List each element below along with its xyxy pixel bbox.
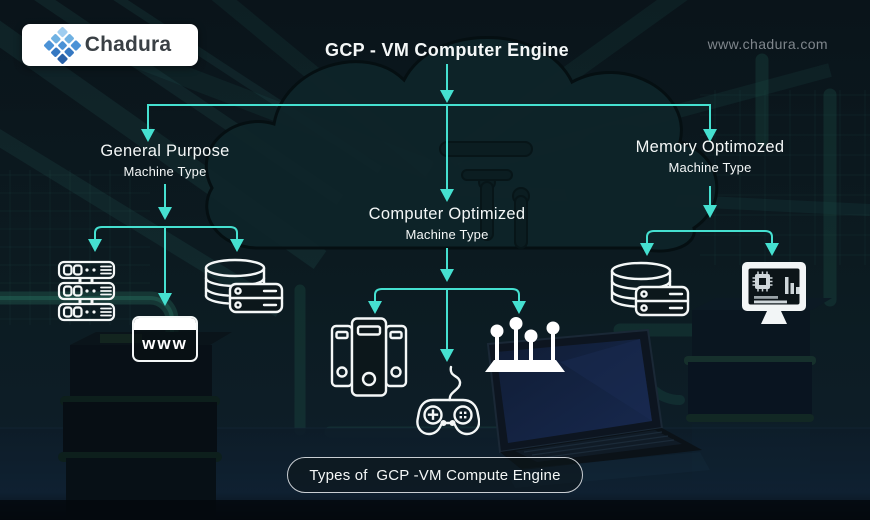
- database-server-icon: [609, 261, 691, 317]
- branch-label: Computer Optimized: [368, 205, 526, 223]
- website-url: www.chadura.com: [707, 36, 828, 52]
- caption-badge: Types of GCP -VM Compute Engine: [287, 457, 583, 493]
- branch-sublabel: Machine Type: [123, 164, 207, 179]
- branch-memory-optimized: Memory Optimozed Machine Type: [600, 138, 820, 175]
- monitor-analytics-icon: [741, 261, 807, 329]
- browser-titlebar: [134, 318, 196, 330]
- gamepad-icon: [416, 360, 480, 438]
- www-browser-icon: www: [132, 316, 198, 362]
- www-label: www: [142, 334, 188, 353]
- branch-general-purpose: General Purpose Machine Type: [55, 142, 275, 179]
- server-rack-icon: [57, 260, 116, 322]
- circuit-pins-icon: [485, 316, 565, 376]
- branch-label: General Purpose: [100, 142, 230, 160]
- chadura-logo: Chadura: [22, 24, 198, 66]
- diagram-title: GCP - VM Computer Engine: [325, 40, 569, 60]
- branch-sublabel: Machine Type: [668, 160, 752, 175]
- bar-chart-glyph: [785, 277, 800, 294]
- branch-label: Memory Optimozed: [635, 138, 785, 156]
- logo-text: Chadura: [84, 33, 172, 56]
- branch-sublabel: Machine Type: [405, 227, 489, 242]
- chip-glyph: [752, 271, 773, 292]
- pc-towers-icon: [330, 317, 408, 397]
- database-server-icon: [204, 258, 284, 314]
- chadura-logo-icon: [43, 25, 82, 65]
- branch-computer-optimized: Computer Optimized Machine Type: [337, 205, 557, 242]
